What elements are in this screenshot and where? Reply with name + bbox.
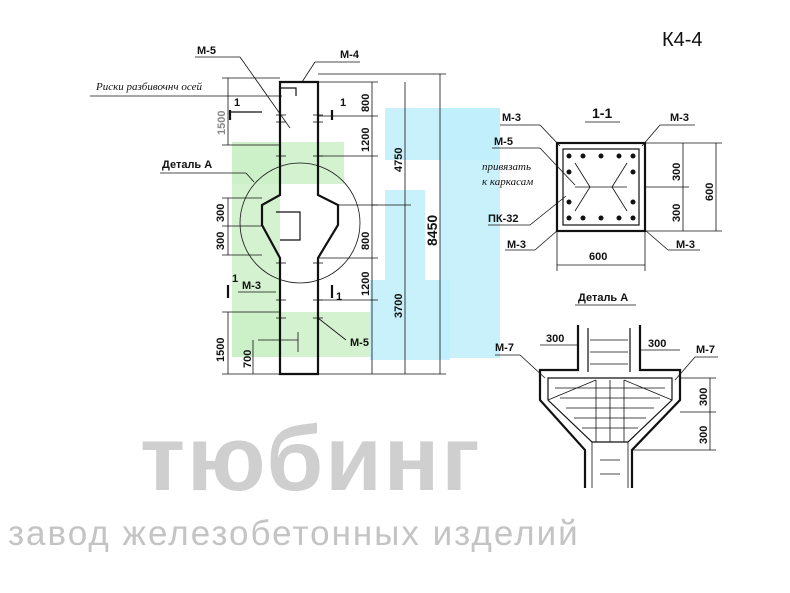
watermark-shapes [232,108,500,360]
column-elevation: 1 1 1 1 М-5 М-4 Риски разбивочнч осей Де… [90,45,446,376]
dim-300-a: 300 [215,204,227,222]
section-mark-low-right: 1 [336,291,342,303]
section-dim-300-b: 300 [671,204,683,222]
column-window [276,211,301,241]
label-m4: М-4 [340,49,360,61]
detail-a: Деталь А М-7 М-7 300 300 300 300 [495,292,718,488]
detail-dim-300-v2: 300 [698,426,710,444]
section-label-m3-tr: М-3 [670,112,689,124]
dim-8450: 8450 [424,215,440,246]
right-dimensions: 800 1200 800 1200 4750 3700 8450 [318,73,446,375]
section-cage [562,148,640,226]
detail-outline [538,325,682,488]
left-dimensions: 1500 300 300 1500 700 [215,77,280,375]
watermark-brand: тюбинг [140,408,482,510]
drawing-title: К4-4 [662,29,703,51]
section-label-m3-tl: М-3 [502,112,521,124]
dim-700: 700 [242,350,254,368]
column-head-bevel [280,87,297,96]
section-mark-top-right: 1 [340,97,346,109]
dim-1200-low: 1200 [360,272,372,296]
section-note-line2: к каркасам [482,176,533,188]
watermark-green-block-3 [232,312,372,357]
dim-1500-top: 1500 [216,111,228,135]
section-cut-low: 1 1 [226,273,342,303]
detail-a-circle [239,162,361,284]
section-label-pk32: ПК-32 [488,213,519,225]
dim-800-top: 800 [360,94,372,112]
section-cut-top: 1 1 [228,97,346,120]
watermark-tagline: завод железобетонных изделий [8,514,580,553]
dim-300-b: 300 [215,232,227,250]
detail-title: Деталь А [578,292,628,304]
section-mark-low-left: 1 [232,273,238,285]
section-note-line1: привязать [482,161,531,173]
section-dim-300-a: 300 [671,163,683,181]
section-title: 1-1 [592,105,612,121]
label-m3-lower: М-3 [242,280,261,292]
section-1-1: 1-1 М-3 М-3 М-5 привязать к каркасам ПК-… [482,105,722,271]
detail-label-m7-right: М-7 [696,344,715,356]
label-riski: Риски разбивочнч осей [95,81,202,93]
detail-dim-300-right: 300 [648,338,666,350]
label-m5-top: М-5 [197,45,216,57]
dim-3700: 3700 [393,294,405,318]
detail-dim-300-left: 300 [546,333,564,345]
dim-800-mid: 800 [360,232,372,250]
section-label-m5: М-5 [494,136,513,148]
dim-1200-top: 1200 [360,128,372,152]
detail-label-m7-left: М-7 [495,342,514,354]
section-mark-top-left: 1 [234,97,240,109]
dim-1500-low: 1500 [215,338,227,362]
label-detail-a: Деталь А [162,159,212,171]
detail-dim-300-v1: 300 [698,388,710,406]
section-dim-600-side: 600 [704,183,716,201]
section-rebars [566,153,636,221]
section-dim-600-bottom: 600 [589,251,607,263]
section-label-m3-bl: М-3 [507,239,526,251]
watermark-cyan-block-4 [370,280,450,360]
dim-4750: 4750 [393,148,405,172]
label-m5-lower: М-5 [350,337,369,349]
section-label-m3-br: М-3 [676,239,695,251]
